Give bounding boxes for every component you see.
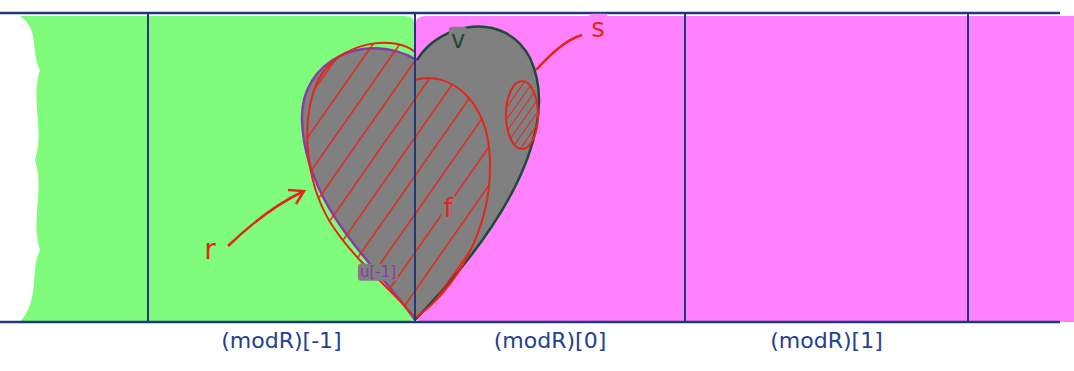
- band-divider: [414, 13, 416, 322]
- region-outline: [307, 43, 415, 318]
- band-cell: (modR)[1]: [685, 328, 968, 354]
- arrow-head: [288, 190, 304, 204]
- region-outline: [415, 78, 490, 318]
- region-hatch: [290, 20, 430, 330]
- strip-edge: [0, 321, 1060, 324]
- band-label: (modR)[0]: [415, 328, 685, 354]
- band-divider: [147, 13, 149, 322]
- strip-edge: [0, 12, 1060, 15]
- region-label: u[-1]: [358, 264, 398, 281]
- band-label: (modR)[-1]: [148, 328, 415, 354]
- region-label: r: [202, 235, 218, 266]
- band-divider: [967, 13, 969, 322]
- region-label: s: [589, 14, 607, 43]
- region-hatch: [410, 60, 500, 330]
- leader-arrow: [228, 192, 302, 246]
- band-label: (modR)[1]: [685, 328, 968, 354]
- region-outline: [506, 81, 538, 149]
- band-divider: [684, 13, 686, 322]
- leader-line: [536, 35, 582, 70]
- region-hatch: [500, 75, 545, 155]
- band-cell: (modR)[0]: [415, 328, 685, 354]
- region-label: v: [449, 27, 467, 53]
- region-label: f: [441, 194, 454, 223]
- band-cell: (modR)[-1]: [148, 328, 415, 354]
